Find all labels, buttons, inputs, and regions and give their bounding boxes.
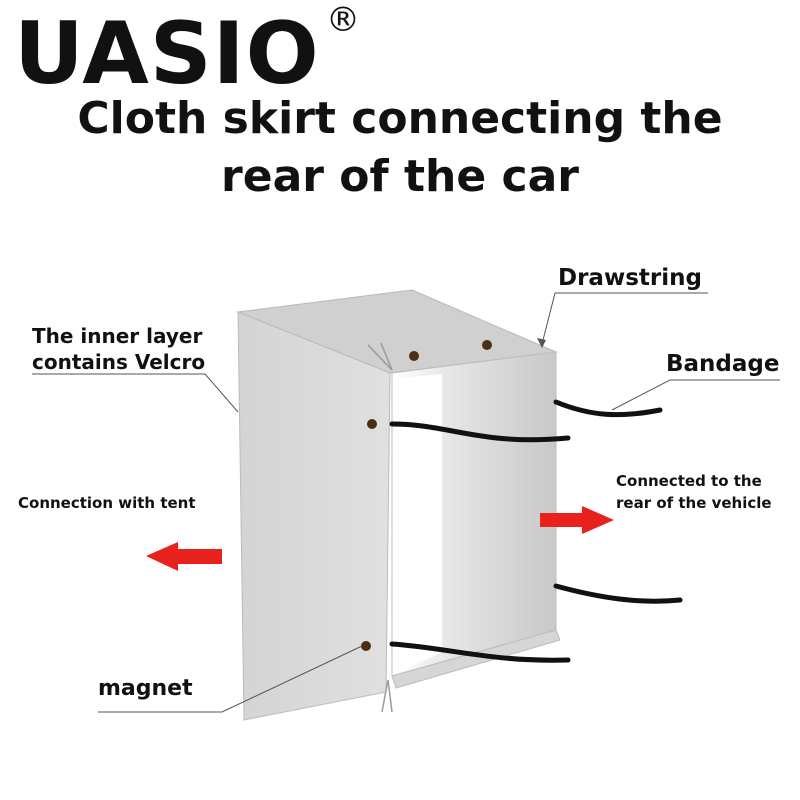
strap-lower-left [389, 641, 571, 663]
skirt-inner-gap [400, 374, 442, 672]
leader-velcro [32, 373, 239, 413]
label-velcro: The inner layer contains Velcro [32, 323, 205, 375]
magnet-dot-side-lower [361, 641, 371, 651]
skirt-left-face [237, 311, 391, 721]
skirt-bottom-lip [391, 629, 561, 689]
title-line-2: rear of the car [221, 151, 579, 202]
label-vehicle-line-2: rear of the vehicle [616, 494, 772, 512]
label-velcro-line-2: contains Velcro [32, 350, 206, 374]
magnet-dot-top-2 [482, 340, 492, 350]
leader-drawstring-tip [537, 338, 546, 348]
seam-top-2 [380, 342, 393, 371]
leader-bandage [611, 379, 780, 411]
label-bandage: Bandage [666, 351, 780, 377]
magnet-dot-top-1 [409, 351, 419, 361]
label-velcro-line-1: The inner layer [32, 324, 203, 348]
label-magnet: magnet [98, 676, 193, 701]
magnet-dot-side-upper [367, 419, 377, 429]
label-vehicle-connection: Connected to the rear of the vehicle [616, 470, 772, 514]
arrow-right-icon [540, 506, 614, 534]
strap-upper-right [553, 399, 663, 418]
seam-bottom [381, 679, 389, 713]
page-title: Cloth skirt connecting the rear of the c… [0, 90, 800, 206]
strap-lower-right [553, 583, 683, 604]
leader-drawstring [541, 292, 708, 345]
seam-bottom-2 [387, 679, 393, 713]
label-vehicle-line-1: Connected to the [616, 472, 762, 490]
seam-top [367, 344, 393, 371]
brand-logo: UASIO [14, 4, 320, 104]
arrow-left-icon [146, 542, 222, 571]
title-line-1: Cloth skirt connecting the [77, 93, 723, 144]
label-tent-connection: Connection with tent [18, 494, 196, 512]
strap-upper-left [389, 421, 571, 443]
leader-magnet [98, 645, 363, 713]
registered-mark: ® [326, 0, 360, 40]
label-drawstring: Drawstring [558, 265, 702, 291]
